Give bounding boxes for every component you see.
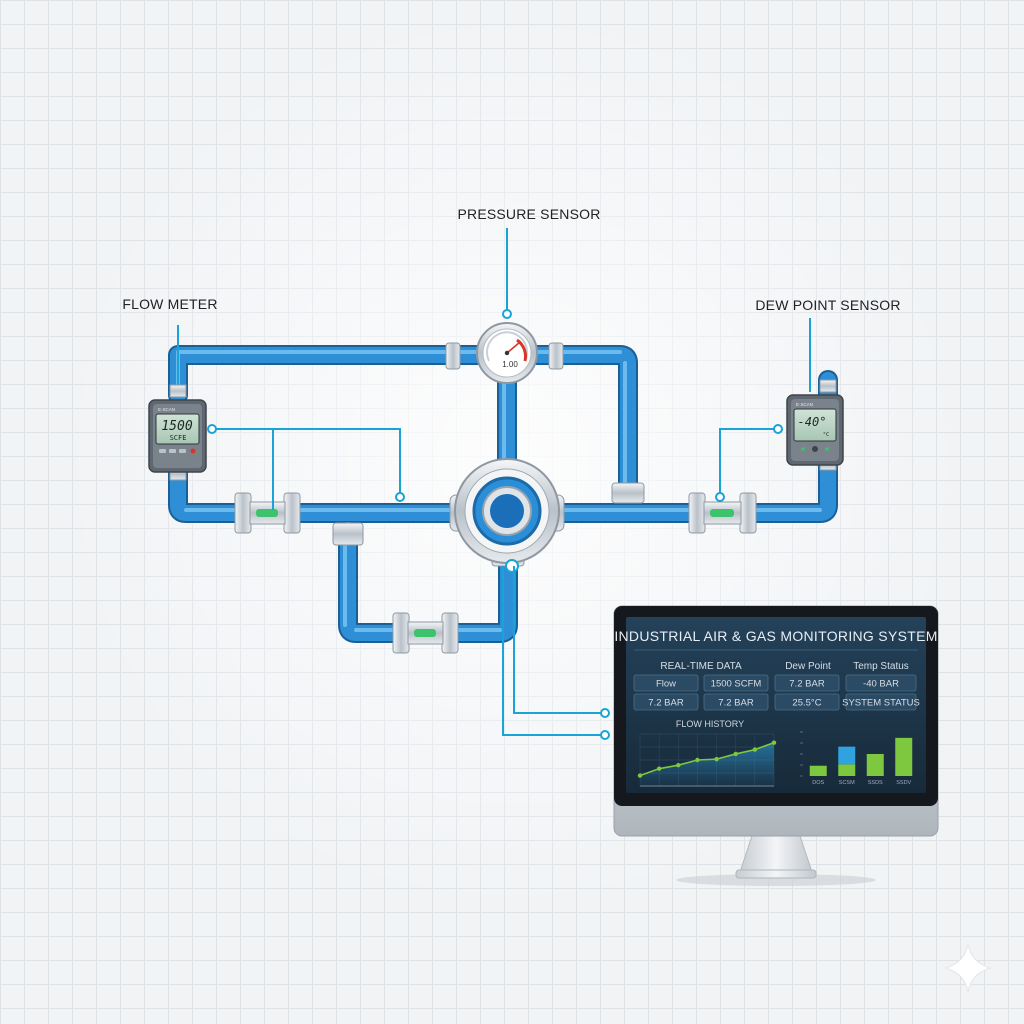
dew-point-sub: °C [823, 432, 830, 438]
flow-meter-value: 1500 [161, 419, 192, 434]
flow-history-point [656, 766, 662, 771]
connector-dots [207, 309, 783, 740]
flow-history-chart [637, 733, 777, 787]
dew-point-led-icon-2 [825, 447, 829, 451]
monitor-cell: 7.2 BAR [789, 679, 825, 690]
flow-history-point [733, 751, 738, 757]
status-bar-chart: DOS SCSM SSDS SSDV [800, 731, 913, 786]
flow-history-point [695, 757, 700, 763]
dew-point-led-icon [801, 447, 805, 451]
flow-meter-label: FLOW METER [122, 296, 217, 312]
pressure-gauge-value: 1.00 [502, 360, 518, 369]
flow-history-point [637, 773, 643, 778]
flow-meter-button-1[interactable] [159, 449, 166, 453]
connector-wires [177, 228, 811, 736]
flow-meter-unit: SCFE [170, 434, 187, 442]
flow-meter-button-3[interactable] [179, 449, 186, 453]
status-bar [895, 737, 913, 776]
dew-point-device: E·SCAN -40° °C [786, 379, 844, 471]
status-bar [838, 764, 856, 776]
central-manifold [449, 458, 565, 573]
flow-history-point [771, 740, 777, 745]
monitor-cell: 25.5°C [792, 698, 821, 709]
monitor-header-dewpoint: Dew Point [785, 661, 831, 672]
flow-meter-brand: E·SCAN [158, 407, 175, 412]
bar-category-label: SCSM [839, 780, 855, 786]
monitor-header-realtime: REAL-TIME DATA [660, 661, 742, 672]
flow-meter-button-2[interactable] [169, 449, 176, 453]
flow-history-point [752, 747, 758, 752]
monitor: INDUSTRIAL AIR & GAS MONITORING SYSTEM R… [613, 605, 939, 886]
bar-category-label: SSDS [868, 780, 883, 786]
inline-sight-glass-left [234, 492, 301, 534]
monitor-cell: -40 BAR [863, 679, 899, 690]
flow-meter-indicator-icon [190, 448, 196, 454]
flow-meter-device: E·SCAN 1500 SCFE [148, 384, 207, 481]
monitor-cell: SYSTEM STATUS [842, 698, 920, 709]
dew-point-sensor-label: DEW POINT SENSOR [755, 297, 900, 313]
bar-category-label: DOS [812, 780, 824, 786]
flow-history-point [676, 763, 681, 768]
pressure-sensor-label: PRESSURE SENSOR [457, 206, 600, 222]
flow-history-label: FLOW HISTORY [676, 719, 744, 729]
status-bar [809, 765, 827, 776]
inline-sight-glass-bottom [392, 612, 459, 654]
dew-point-button[interactable] [812, 446, 818, 452]
monitor-cell: 7.2 BAR [718, 698, 754, 709]
sparkle-icon [944, 943, 992, 993]
monitor-title: INDUSTRIAL AIR & GAS MONITORING SYSTEM [614, 628, 937, 644]
bar-category-label: SSDV [896, 780, 911, 786]
flow-history-line [639, 741, 775, 777]
monitor-cell: 1500 SCFM [711, 679, 762, 690]
pressure-gauge: 1.00 [476, 322, 538, 384]
status-bar [838, 746, 856, 765]
monitor-header-temp: Temp Status [853, 661, 909, 672]
dew-point-value: -40° [798, 415, 827, 429]
monitor-cell: 7.2 BAR [648, 698, 684, 709]
dew-point-brand: E·SCAN [796, 402, 813, 407]
flow-history-point [714, 756, 719, 762]
monitor-cell: Flow [656, 679, 676, 690]
monitor-data-cells [633, 674, 917, 711]
inline-sight-glass-right [688, 492, 757, 534]
status-bar [866, 754, 884, 776]
